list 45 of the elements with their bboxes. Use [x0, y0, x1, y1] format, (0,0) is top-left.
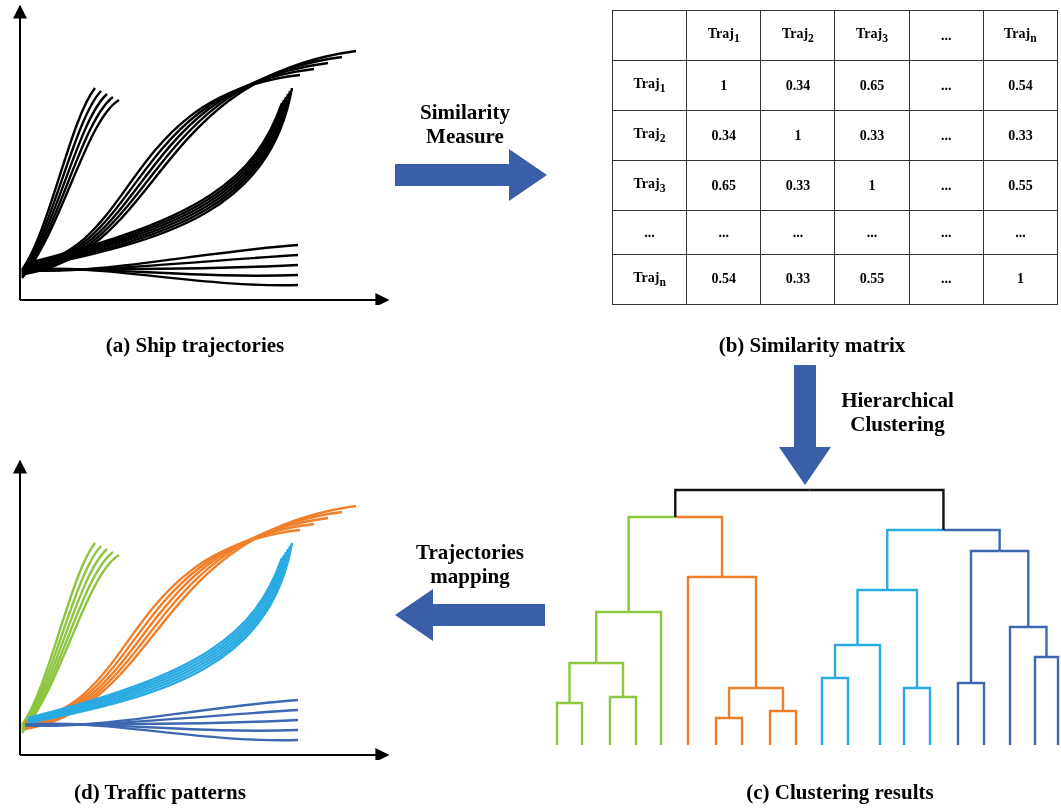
header-cell: Traj$_{3}$: [633, 176, 666, 196]
table-cell: 0.33: [785, 177, 811, 194]
header-cell: Traj$_{1}$: [707, 26, 740, 45]
header-cell: Traj$_{1}$: [633, 76, 666, 95]
table-cell: ...: [940, 224, 952, 241]
table-cell: ...: [940, 77, 952, 94]
node-label: (b) Similarity matrix: [718, 333, 906, 358]
header-cell: ...: [940, 27, 952, 44]
node-label: (d) Traffic patterns: [74, 780, 246, 805]
table-cell: 1: [720, 77, 728, 94]
table-cell: 1: [1016, 271, 1024, 288]
table-cell: ...: [866, 224, 878, 241]
table-cell: 0.33: [1008, 127, 1033, 144]
edge-label: Trajectories mapping: [414, 540, 525, 589]
table-cell: 0.34: [711, 127, 736, 144]
table-cell: 1: [868, 177, 876, 194]
table-cell: ...: [940, 177, 952, 194]
node-label: (a) Ship trajectories: [105, 333, 285, 358]
table-cell: ...: [1015, 224, 1026, 241]
block-arrow: [779, 365, 831, 485]
table-cell: 0.65: [859, 77, 885, 94]
table-cell: ...: [940, 127, 952, 144]
table-cell: ...: [792, 224, 804, 241]
node-label: (c) Clustering results: [746, 780, 934, 805]
block-arrow: [395, 589, 545, 641]
header-cell: Traj$_{2}$: [633, 126, 666, 146]
table-cell: 1: [794, 127, 802, 144]
table-cell: 0.33: [785, 271, 811, 288]
table-cell: 0.55: [1008, 177, 1033, 194]
header-cell: Traj$_{n}$: [1004, 26, 1037, 45]
edge-label: Similarity Measure: [419, 100, 511, 149]
block-arrow: [395, 149, 547, 201]
table-cell: ...: [718, 224, 729, 241]
header-cell: Traj$_{3}$: [856, 26, 889, 45]
edge-label: Hierarchical Clustering: [840, 388, 955, 437]
table-cell: 0.55: [859, 271, 885, 288]
table-cell: 0.54: [1008, 77, 1033, 94]
table-cell: 0.54: [711, 271, 736, 288]
table-cell: 0.33: [859, 127, 885, 144]
header-cell: Traj$_{n}$: [633, 270, 666, 289]
header-cell: Traj$_{2}$: [781, 26, 814, 45]
header-cell: ...: [644, 224, 655, 241]
table-cell: 0.65: [711, 177, 736, 194]
table-cell: 0.34: [785, 77, 811, 94]
table-cell: ...: [940, 271, 952, 288]
